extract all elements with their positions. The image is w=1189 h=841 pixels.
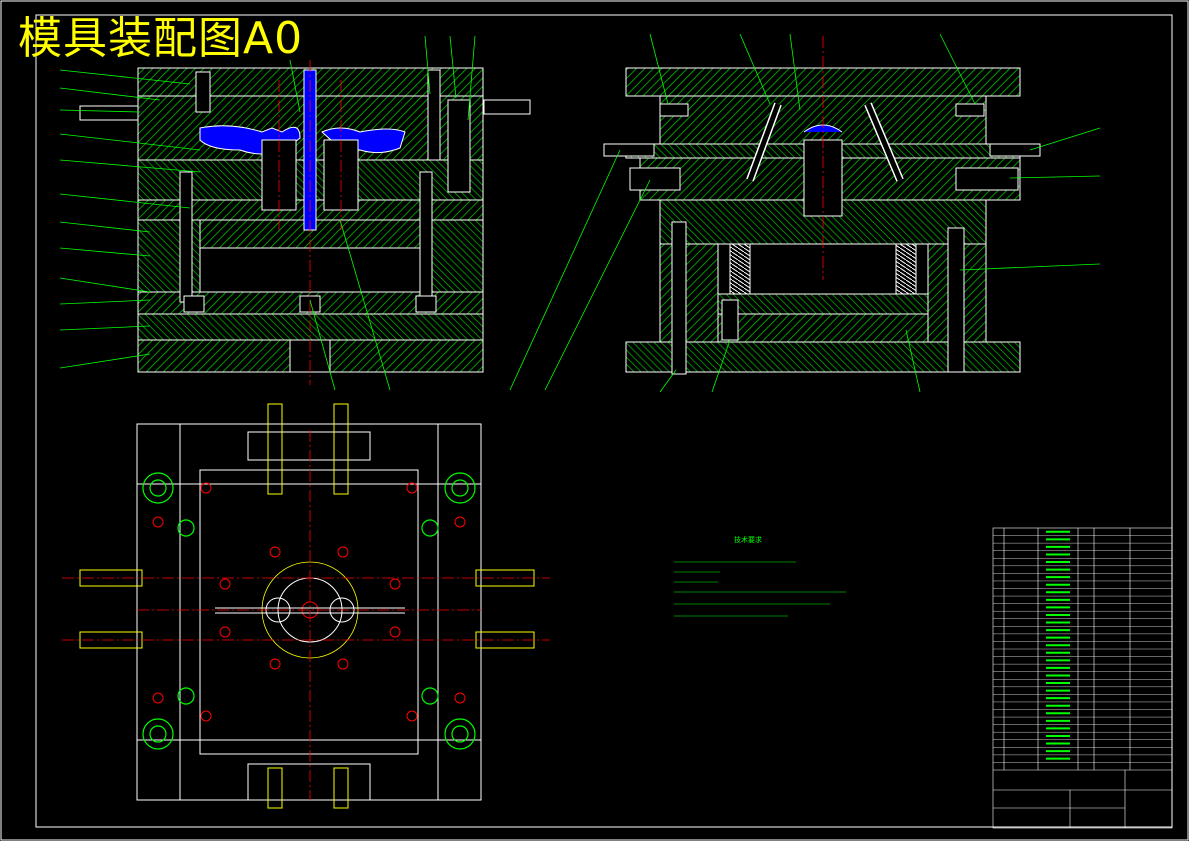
- tech-requirements: 技术要求: [674, 535, 846, 617]
- drawing-title: 模具装配图A0: [18, 13, 304, 64]
- tech-requirements-heading: 技术要求: [734, 535, 762, 544]
- parts-list-table: [992, 527, 1173, 829]
- side-section-view: [509, 33, 1101, 393]
- parts-list-rows: [993, 530, 1172, 763]
- front-section-view: [59, 35, 531, 391]
- plan-view: [62, 403, 550, 809]
- bottom-clamp-plate: [137, 313, 484, 341]
